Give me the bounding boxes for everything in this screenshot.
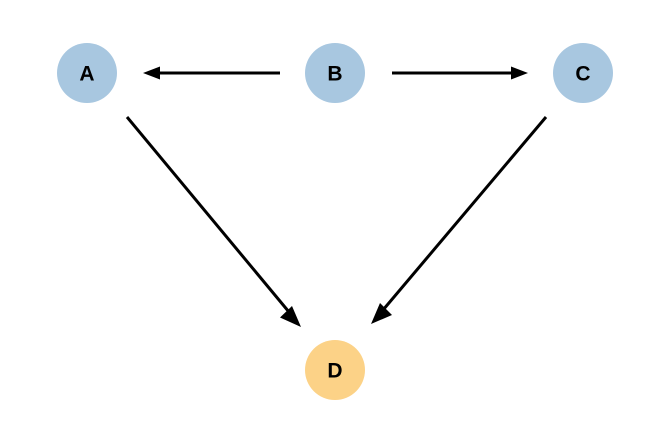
node-a[interactable]: A	[57, 43, 117, 103]
edge-b-to-a-arrowhead	[143, 66, 160, 80]
edge-b-to-c[interactable]	[392, 66, 528, 80]
edge-a-to-d[interactable]	[125, 116, 301, 327]
node-c-label: C	[575, 63, 590, 86]
node-d-label: D	[327, 360, 342, 383]
edge-b-to-a[interactable]	[143, 66, 280, 80]
edge-layer	[125, 66, 548, 327]
edge-c-to-d[interactable]	[371, 116, 548, 324]
node-b-circle	[305, 43, 365, 103]
node-d[interactable]: D	[305, 340, 365, 400]
edge-b-to-c-arrowhead	[511, 66, 528, 80]
edge-a-to-d-line	[125, 116, 291, 313]
edge-a-to-d-arrowhead	[280, 306, 301, 327]
node-c[interactable]: C	[553, 43, 613, 103]
node-d-circle	[305, 340, 365, 400]
node-a-circle	[57, 43, 117, 103]
node-c-circle	[553, 43, 613, 103]
edge-c-to-d-line	[381, 116, 548, 311]
edge-c-to-d-arrowhead	[371, 303, 392, 324]
node-b-label: B	[327, 63, 342, 86]
node-b[interactable]: B	[305, 43, 365, 103]
node-layer: A B C D	[57, 43, 613, 400]
node-a-label: A	[79, 63, 94, 86]
